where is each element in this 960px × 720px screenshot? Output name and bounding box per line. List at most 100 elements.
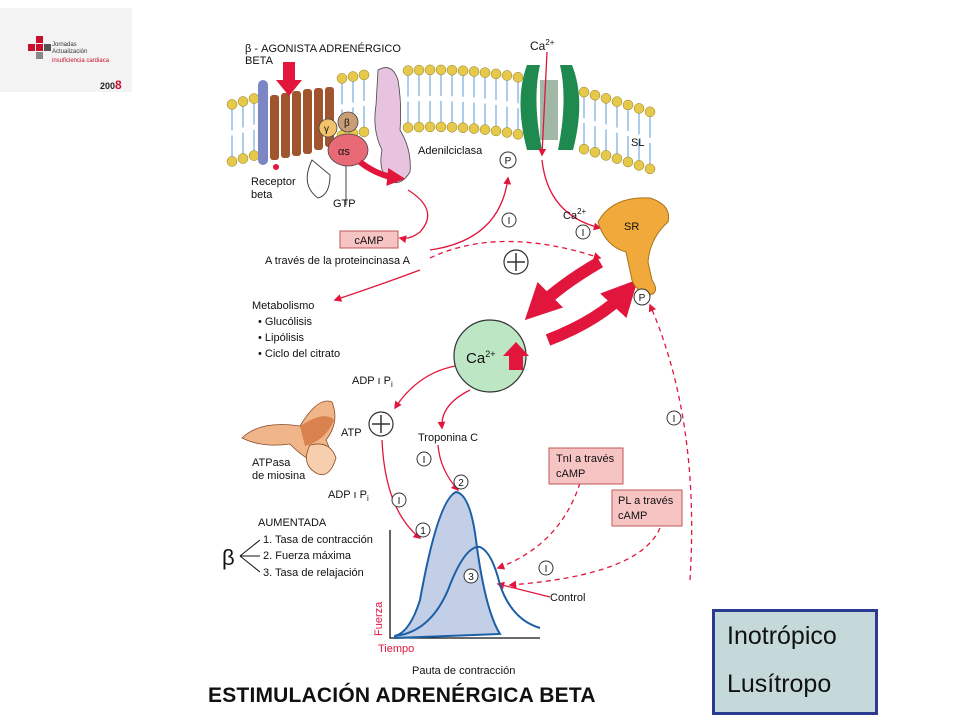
lipid-head [468,123,480,134]
logo-line-3: insuficiencia cardiaca [52,58,110,64]
inhibit-mark: I [501,212,517,228]
metabolism-item: • Glucólisis [258,316,312,328]
pl-to-curve-dashed-arrow [508,527,661,589]
sr-to-pl-dashed-arrow [648,303,693,581]
event-logo: Jornadas Actualización insuficiencia car… [0,8,132,92]
lipid-head [479,67,491,78]
logo-mark-icon [28,36,51,59]
myosin-to-curve-arrow [381,439,422,539]
lipid-head [237,96,249,107]
increased-item: 2. Fuerza máxima [263,550,352,562]
lipid-head [435,121,447,133]
control-arrow [496,581,551,598]
adenylyl-cyclase-icon [374,67,411,184]
inhibit-mark: I [575,224,591,240]
lipid-head [435,64,447,76]
inhibit-mark: I [538,560,554,576]
contraction-pattern-chart [389,490,541,640]
calcium-increase-arrow-icon [503,342,529,370]
force-axis-label: Fuerza [373,601,385,636]
svg-text:I: I [423,455,426,466]
pl-label-line-1: PL a través [618,495,674,507]
legend-item-inotropic: Inotrópico [727,622,837,650]
atpase-label-line-1: ATPasa [252,457,291,469]
svg-text:I: I [398,496,401,507]
y-axis-line [389,530,540,639]
lipid-head [589,146,601,158]
effects-legend: Inotrópico Lusítropo [712,609,878,715]
pl-label-line-2: cAMP [618,510,647,522]
increased-title: AUMENTADA [258,517,327,529]
tni-to-curve-dashed-arrow [496,482,581,570]
pl-box [611,489,683,527]
lipid-head [237,153,249,164]
ca-to-sr-arrow [541,159,602,231]
lipid-head [490,125,502,137]
adp-pi-top-label: ADP ı Pi [352,375,393,389]
beta-symbol-label: β [222,545,235,570]
lipid-head [468,66,480,77]
lipid-head [578,86,590,98]
lipid-head [413,121,425,133]
lipid-head [589,89,601,101]
step-marker-3: 3 [463,568,479,584]
lipid-head [490,68,502,80]
svg-text:P: P [639,293,646,304]
agonist-label-line-1: β - AGONISTA ADRENÉRGICO [245,42,401,55]
pka-to-channel-arrow [429,176,512,251]
gtp-label: GTP [333,198,356,210]
lipid-head [600,150,612,161]
receptor-label-line-1: Receptor [251,176,296,188]
metabolism-item: • Ciclo del citrato [258,348,340,360]
sr-release-big-arrow [524,256,603,321]
lipid-head [358,126,370,138]
lipid-head [622,99,634,111]
lipid-head [512,129,524,140]
tni-box [548,447,624,485]
svg-text:2: 2 [458,478,464,489]
lipid-head [446,64,458,76]
metabolism-title: Metabolismo [252,300,314,312]
plus-circle-icon [368,411,394,437]
tni-label-line-1: TnI a través [556,453,615,465]
lipid-head [424,121,436,133]
alpha-s-subunit-label: αs [338,146,350,158]
calcium-top-label: Ca2+ [530,38,555,53]
step-marker-2: 2 [453,474,469,490]
lipid-head [611,96,623,107]
lipid-head [226,99,238,110]
pka-to-metabolism-arrow [333,269,421,302]
step-marker-1: 1 [415,522,431,538]
control-curve [394,545,541,637]
increased-item: 3. Tasa de relajación [263,567,364,579]
lipid-head [512,72,524,83]
g-protein-icon [318,111,369,205]
lipid-head [424,64,436,76]
svg-text:I: I [508,216,511,227]
control-label: Control [550,592,585,604]
logo-line-1: Jornadas [52,42,77,48]
sr-uptake-big-arrow [545,279,638,346]
ac-to-camp-arrow [398,189,429,244]
lipid-head [611,153,623,164]
adenylyl-cyclase-label: Adenilciclasa [418,145,483,157]
logo-year: 2008 [100,78,122,92]
agonist-arrow-icon [276,62,302,96]
calcium-center-label: Ca2+ [466,349,495,367]
increased-item: 1. Tasa de contracción [263,534,373,546]
lipid-head [457,65,469,77]
lipid-head [479,124,491,135]
lipid-head [248,93,260,104]
inhibit-mark: I [416,451,432,467]
atp-label: ATP [341,427,362,439]
stimulated-curve [394,490,502,640]
legend-item-lusitropic: Lusítropo [727,670,832,698]
time-axis-label: Tiempo [378,643,414,655]
lipid-head [402,65,414,76]
ca-to-troponin-arrow [437,389,471,430]
lipid-head [644,163,656,175]
logo-line-2: Actualización [52,49,88,55]
plus-circle-icon [503,249,529,275]
gamma-subunit-label: γ [324,124,329,135]
